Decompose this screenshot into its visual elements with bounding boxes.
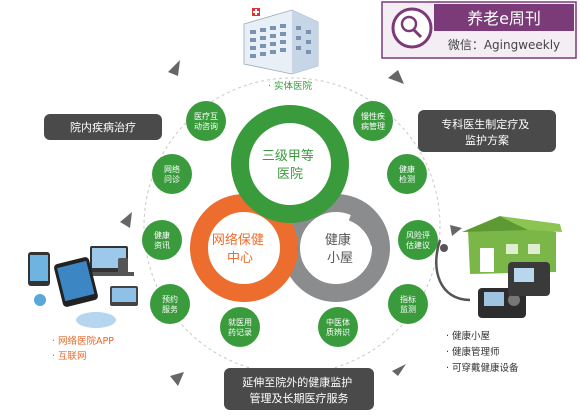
healthhouse-item-2: · 可穿戴健康设备 [446, 362, 519, 374]
bubble-label: 健康检测 [399, 164, 415, 184]
bubble-7: 风险评估建议 [398, 220, 438, 260]
box-specialist-plan: 专科医生制定疗及 监护方案 [418, 110, 556, 152]
bubble-label-line: 健康 [154, 230, 170, 240]
bubble-circle [150, 284, 190, 324]
bubble-circle [318, 307, 358, 347]
bubble-circle [142, 220, 182, 260]
bubble-circle [398, 220, 438, 260]
devices-list: · 网络医院APP · 互联网 [52, 335, 117, 362]
bubble-circle [388, 284, 428, 324]
bubble-label: 医疗互动咨询 [194, 111, 218, 131]
bubble-0: 医疗互动咨询 [186, 101, 226, 141]
bubble-label-line: 指标 [400, 294, 416, 304]
bubbles-group: 医疗互动咨询网络问诊健康资讯预约服务就医用药记录中医体质辨识指标监测风险评估建议… [142, 101, 438, 347]
dashed-orbit [143, 77, 441, 375]
bubble-label: 就医用药记录 [228, 317, 252, 337]
ring-top-label: 三级甲等 医院 [262, 148, 318, 182]
arrow-icon [392, 364, 406, 376]
ring-orange [190, 194, 298, 302]
hospital-building-icon [243, 8, 319, 75]
box-specialist-plan-text: 专科医生制定疗及 监护方案 [441, 117, 533, 147]
bubble-3: 预约服务 [150, 284, 190, 324]
bubble-label: 指标监测 [400, 294, 416, 314]
bubble-label-line: 药记录 [228, 327, 252, 337]
devices-item-0: · 网络医院APP [52, 335, 114, 347]
health-house-icon [435, 216, 562, 318]
bubble-4: 就医用药记录 [220, 307, 260, 347]
bubble-circle [387, 154, 427, 194]
arrow-icon [388, 70, 404, 84]
ring-left-line-2: 中心 [227, 251, 253, 266]
bubble-label-line: 病管理 [361, 121, 385, 131]
bubble-2: 健康资讯 [142, 220, 182, 260]
bubble-8: 健康检测 [387, 154, 427, 194]
brand-subtitle: 微信：Agingweekly [448, 38, 560, 52]
specialist-line-1: 专科医生制定疗及 [441, 117, 529, 131]
bubble-circle [152, 154, 192, 194]
brand-title: 养老e周刊 [467, 9, 541, 28]
bubble-label-line: 风险评 [406, 230, 430, 240]
bubble-label: 健康资讯 [154, 230, 170, 250]
bubble-circle [186, 101, 226, 141]
bubble-1: 网络问诊 [152, 154, 192, 194]
extend-line-2: 管理及长期医疗服务 [250, 391, 349, 405]
bubble-label-line: 就医用 [228, 317, 252, 327]
extend-line-1: 延伸至院外的健康监护 [242, 375, 352, 389]
bubble-label: 网络问诊 [164, 164, 180, 184]
ring-top-line-1: 三级甲等 [262, 148, 314, 164]
arrow-icon [170, 372, 184, 386]
box-extend-outside-text: 延伸至院外的健康监护 管理及长期医疗服务 [242, 375, 356, 405]
svg-text:院内疾病治疗: 院内疾病治疗 [70, 120, 136, 134]
bubble-label-line: 预约 [162, 294, 178, 304]
bubble-label-line: 服务 [162, 304, 178, 314]
bubble-label-line: 慢性疾 [361, 111, 385, 121]
ring-top-line-2: 医院 [277, 167, 303, 182]
arrow-icon [168, 60, 180, 76]
ring-overlap [348, 203, 389, 247]
bubble-label-line: 问诊 [164, 174, 180, 184]
bubble-label-line: 检测 [399, 174, 415, 184]
bubble-label-line: 健康 [399, 164, 415, 174]
bubble-label-line: 监测 [400, 304, 416, 314]
arrow-icon [450, 225, 462, 236]
specialist-line-2: 监护方案 [465, 133, 509, 147]
bubble-6: 指标监测 [388, 284, 428, 324]
hospital-label: · 实体医院 [268, 80, 313, 92]
bubble-9: 慢性疾病管理 [353, 101, 393, 141]
ring-right-line-2: 小屋 [327, 251, 353, 266]
bubble-label: 预约服务 [162, 294, 178, 314]
bubble-label-line: 医疗互 [194, 111, 218, 121]
ring-left-line-1: 网络保健 [212, 232, 264, 248]
bubble-label: 中医体质辨识 [326, 317, 350, 337]
healthhouse-item-1: · 健康管理师 [446, 346, 500, 358]
bubble-label-line: 动咨询 [194, 121, 218, 131]
bubble-circle [220, 307, 260, 347]
healthhouse-list: · 健康小屋 · 健康管理师 · 可穿戴健康设备 [446, 330, 519, 374]
devices-icon [28, 246, 138, 328]
bubble-label-line: 质辨识 [326, 327, 350, 337]
devices-item-1: · 互联网 [52, 351, 87, 362]
bubble-label-line: 网络 [164, 164, 180, 174]
bubble-label-line: 估建议 [406, 240, 430, 250]
ring-right-line-1: 健康 [325, 232, 351, 248]
box-hospital-treatment: 院内疾病治疗 [44, 114, 162, 140]
arrow-icon [120, 212, 132, 228]
bubble-label-line: 资讯 [154, 240, 170, 250]
ring-left-label: 网络保健 中心 [212, 232, 268, 266]
bubble-circle [353, 101, 393, 141]
box-extend-outside: 延伸至院外的健康监护 管理及长期医疗服务 [224, 368, 374, 410]
bubble-label: 慢性疾病管理 [361, 111, 385, 131]
ring-green [231, 105, 349, 223]
ring-right-label: 健康 小屋 [325, 232, 355, 266]
bubble-label: 风险评估建议 [406, 230, 430, 250]
magnifier-icon [391, 7, 433, 49]
bubble-5: 中医体质辨识 [318, 307, 358, 347]
bubble-label-line: 中医体 [326, 317, 350, 327]
brand-box: 养老e周刊 微信：Agingweekly [381, 1, 577, 59]
healthhouse-item-0: · 健康小屋 [446, 330, 490, 342]
